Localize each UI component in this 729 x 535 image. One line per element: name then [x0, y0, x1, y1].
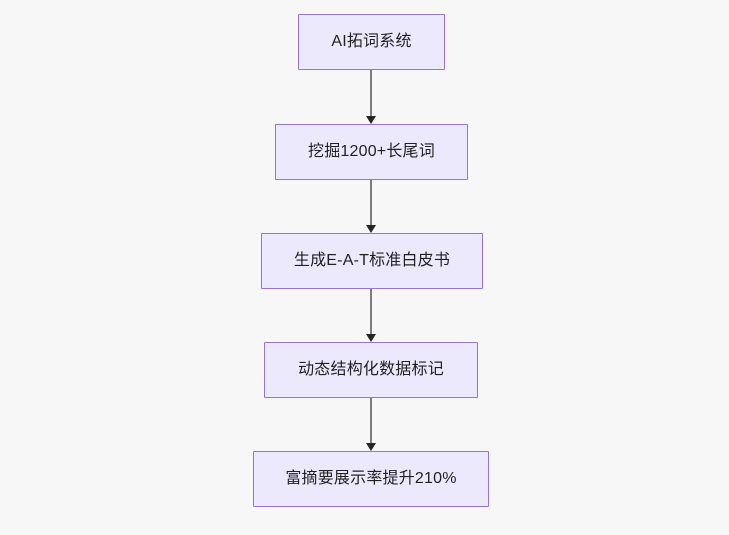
- edge-line: [370, 289, 372, 335]
- flow-node-label: 动态结构化数据标记: [298, 361, 444, 378]
- edge-line: [370, 398, 372, 444]
- flow-node-label: AI拓词系统: [331, 33, 412, 50]
- arrowhead-icon: [366, 334, 376, 342]
- flow-node-ai-keyword-system[interactable]: AI拓词系统: [298, 14, 445, 70]
- flow-node-label: 挖掘1200+长尾词: [308, 143, 435, 160]
- edge-line: [370, 70, 372, 117]
- flow-node-rich-snippet-rate-increase[interactable]: 富摘要展示率提升210%: [253, 451, 489, 507]
- arrowhead-icon: [366, 225, 376, 233]
- flow-node-dynamic-structured-data-markup[interactable]: 动态结构化数据标记: [264, 342, 478, 398]
- arrowhead-icon: [366, 116, 376, 124]
- flow-node-generate-eat-whitepaper[interactable]: 生成E-A-T标准白皮书: [261, 233, 483, 289]
- flow-node-mine-longtail-keywords[interactable]: 挖掘1200+长尾词: [275, 124, 468, 180]
- arrowhead-icon: [366, 443, 376, 451]
- edge-line: [370, 180, 372, 226]
- flow-node-label: 富摘要展示率提升210%: [285, 470, 457, 487]
- flow-node-label: 生成E-A-T标准白皮书: [293, 252, 451, 269]
